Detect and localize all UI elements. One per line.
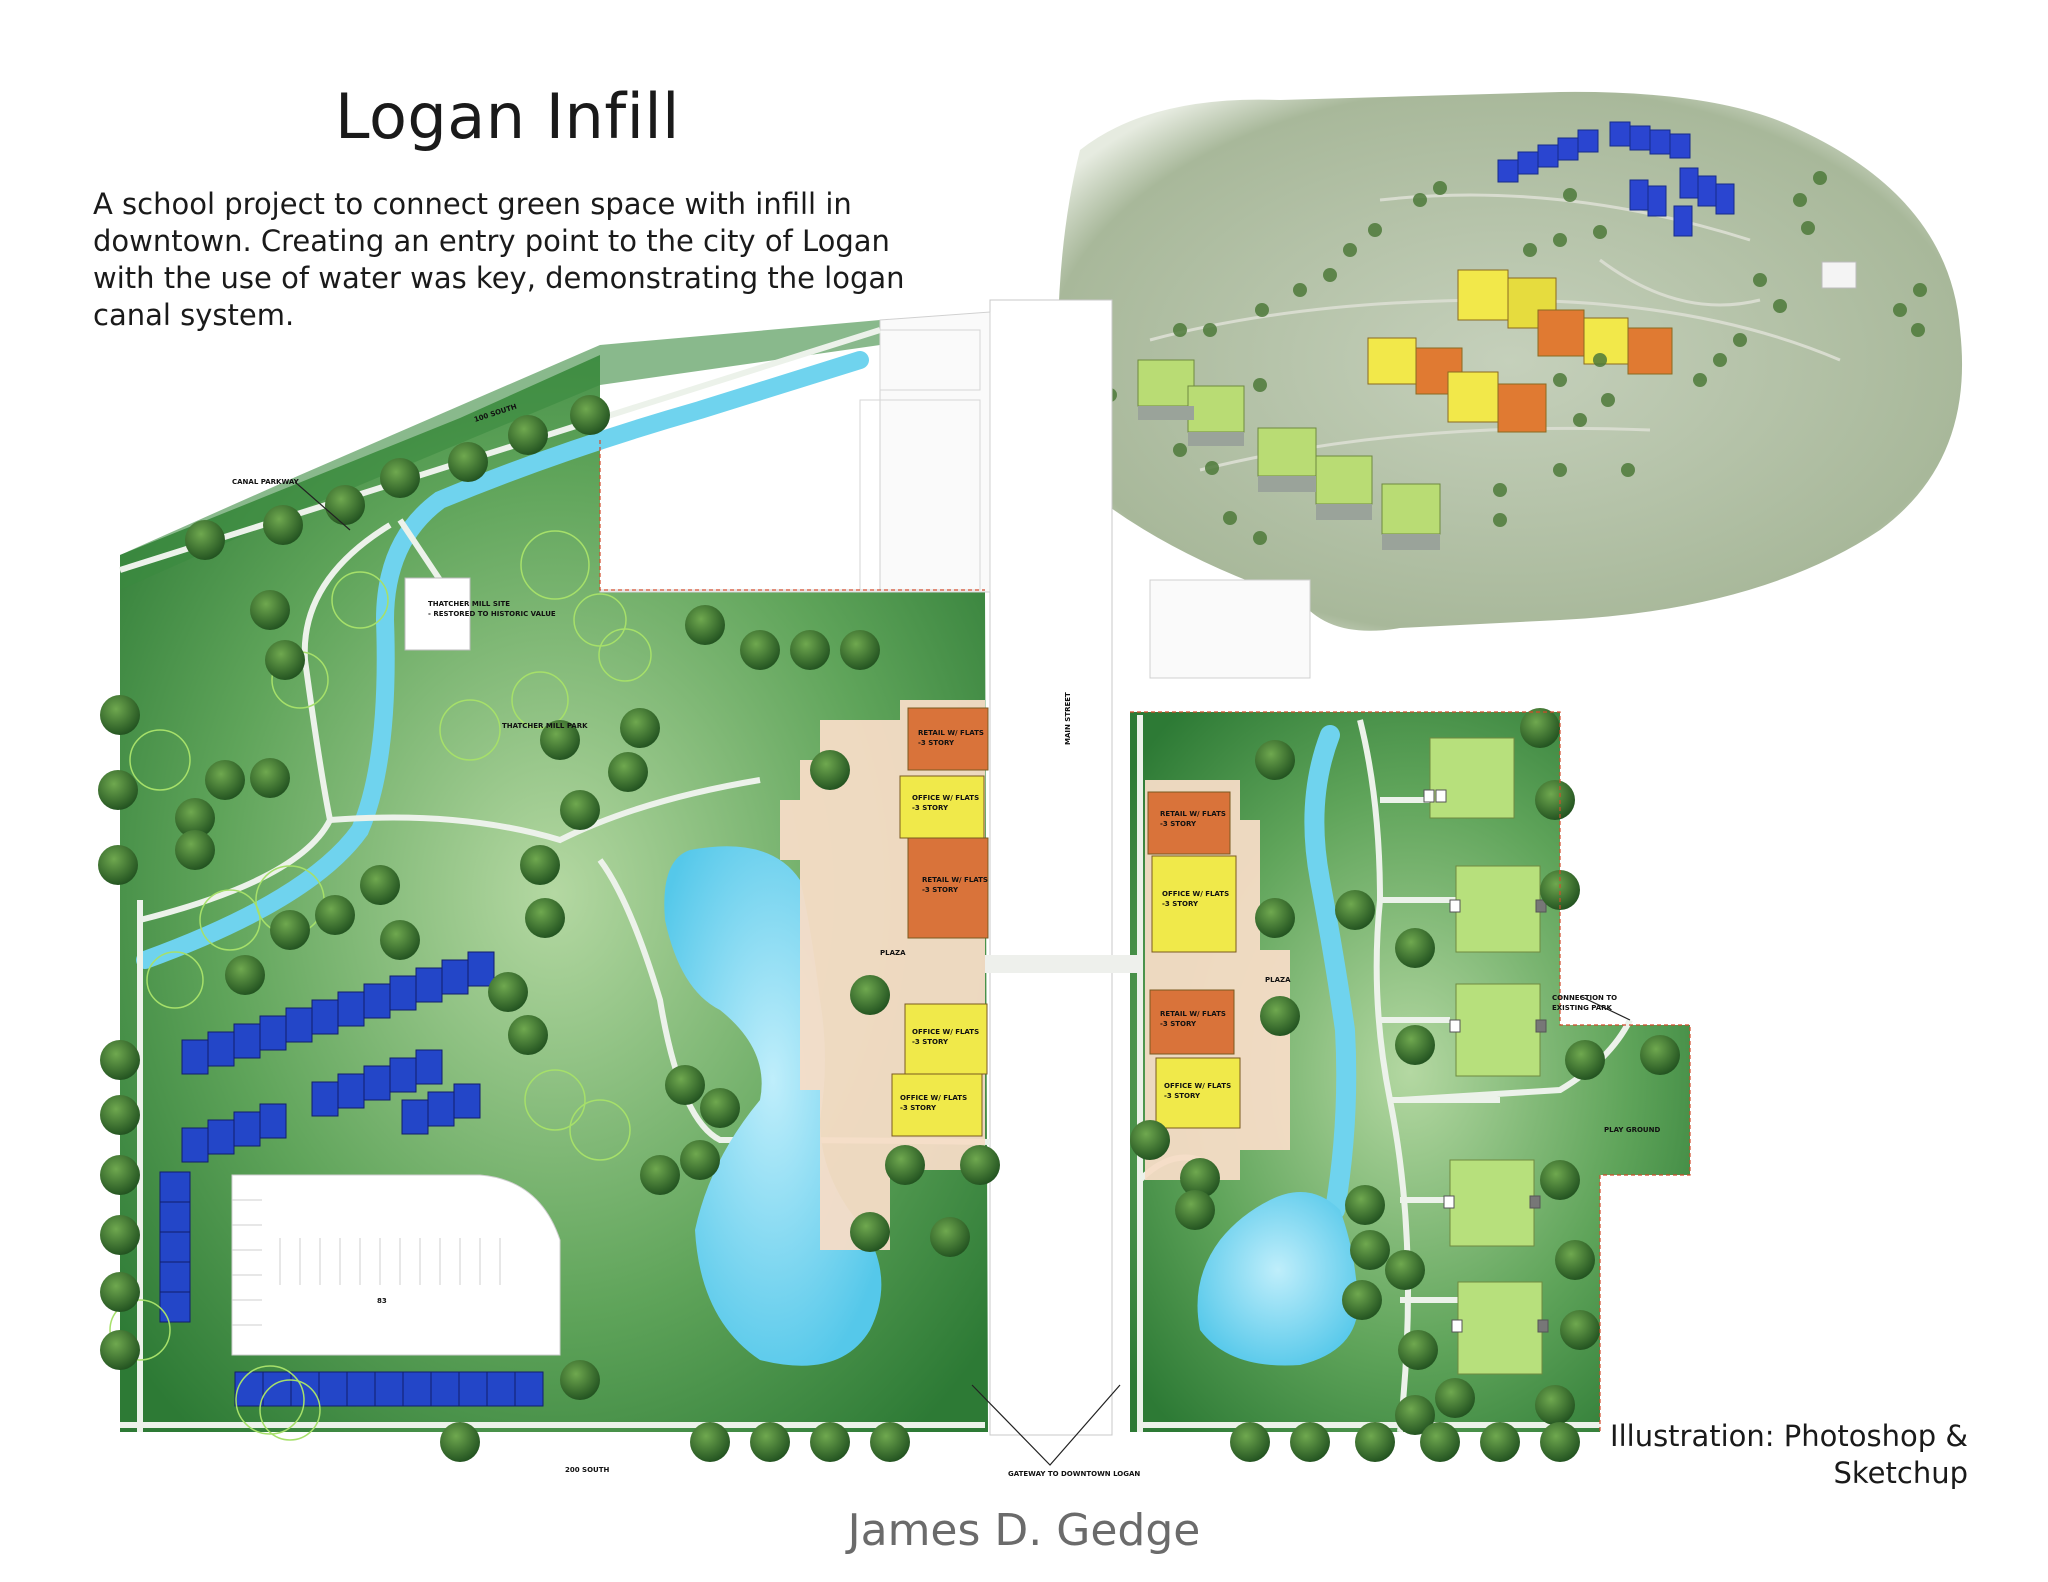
canal xyxy=(136,351,869,969)
bldg-w1-story: -3 STORY xyxy=(918,739,955,747)
bldg-e3 xyxy=(1149,989,1235,1055)
label-parking-count: 83 xyxy=(377,1297,387,1305)
aerial-ground xyxy=(1056,91,1963,631)
bldg-e2 xyxy=(1151,855,1237,953)
west-buildings xyxy=(891,707,989,1137)
apartment-1 xyxy=(1429,737,1515,819)
label-connection-1: CONNECTION TO xyxy=(1552,994,1617,1002)
label-plaza-east: PLAZA xyxy=(1265,976,1291,984)
label-play-ground: PLAY GROUND xyxy=(1604,1126,1660,1134)
label-thatcher-park: THATCHER MILL PARK xyxy=(502,722,588,730)
bldg-w3-story: -3 STORY xyxy=(922,886,959,894)
bldg-w2-story: -3 STORY xyxy=(912,804,949,812)
bldg-w3-label: RETAIL W/ FLATS xyxy=(922,876,988,884)
aerial-mixed-use xyxy=(1367,269,1673,433)
bldg-w5 xyxy=(891,1073,983,1137)
bldg-e2-story: -3 STORY xyxy=(1162,900,1199,908)
author-name: James D. Gedge xyxy=(847,1505,1201,1556)
illustration-credit: Illustration: Photoshop & Sketchup xyxy=(1610,1419,1968,1490)
north-strip xyxy=(120,320,880,590)
apartment-3 xyxy=(1455,983,1541,1077)
bldg-w3 xyxy=(907,837,989,939)
main-street xyxy=(989,299,1113,1436)
aerial-perspective xyxy=(1056,91,1963,631)
page-title: Logan Infill xyxy=(335,80,680,153)
bldg-w4-story: -3 STORY xyxy=(912,1038,949,1046)
bldg-w4-label: OFFICE W/ FLATS xyxy=(912,1028,979,1036)
crosswalk xyxy=(985,955,1140,973)
bldg-w4 xyxy=(904,1003,988,1075)
bldg-e4-story: -3 STORY xyxy=(1164,1092,1201,1100)
trees xyxy=(98,395,1680,1462)
thatcher-mill-building xyxy=(404,577,471,651)
canal-east xyxy=(1304,725,1357,1220)
bldg-e1 xyxy=(1147,791,1231,855)
property-lines xyxy=(599,440,1691,1432)
aerial-apartment-sides xyxy=(1138,406,1440,550)
apartment-4 xyxy=(1449,1159,1535,1247)
label-plaza-west: PLAZA xyxy=(880,949,906,957)
bldg-e1-story: -3 STORY xyxy=(1160,820,1197,828)
label-main-street: MAIN STREET xyxy=(1064,692,1072,745)
bldg-w2-label: OFFICE W/ FLATS xyxy=(912,794,979,802)
bldg-w5-story: -3 STORY xyxy=(900,1104,937,1112)
label-canal-parkway: CANAL PARKWAY xyxy=(232,478,300,486)
apartment-entries xyxy=(1423,789,1549,1333)
bldg-e2-label: OFFICE W/ FLATS xyxy=(1162,890,1229,898)
label-gateway: GATEWAY TO DOWNTOWN LOGAN xyxy=(1008,1470,1140,1478)
planned-tree-circles xyxy=(109,530,652,1441)
aerial-townhouses xyxy=(1497,121,1735,237)
bldg-w2 xyxy=(899,775,985,839)
parking-lot xyxy=(231,1174,561,1356)
bldg-e3-story: -3 STORY xyxy=(1160,1020,1197,1028)
east-pond xyxy=(1197,1192,1359,1366)
label-connection-2: EXISTING PARK xyxy=(1552,1004,1613,1012)
label-thatcher-site-2: - RESTORED TO HISTORIC VALUE xyxy=(428,610,556,618)
bldg-e4-label: OFFICE W/ FLATS xyxy=(1164,1082,1231,1090)
apartment-2 xyxy=(1455,865,1541,953)
bldg-e4 xyxy=(1155,1057,1241,1129)
aerial-white-bldg xyxy=(1821,261,1857,289)
label-200-south: 200 SOUTH xyxy=(565,1466,610,1474)
east-buildings xyxy=(1147,791,1241,1129)
label-thatcher-site-1: THATCHER MILL SITE xyxy=(428,600,510,608)
bldg-e1-label: RETAIL W/ FLATS xyxy=(1160,810,1226,818)
bldg-e3-label: RETAIL W/ FLATS xyxy=(1160,1010,1226,1018)
apartment-pads xyxy=(1429,737,1543,1375)
project-description: A school project to connect green space … xyxy=(93,187,905,332)
apartment-5 xyxy=(1457,1281,1543,1375)
bldg-w1 xyxy=(907,707,989,771)
leader-lines xyxy=(294,481,1631,1466)
bldg-w1-label: RETAIL W/ FLATS xyxy=(918,729,984,737)
parking-stalls xyxy=(232,1199,501,1326)
bldg-w5-label: OFFICE W/ FLATS xyxy=(900,1094,967,1102)
north-lot-building-2 xyxy=(879,329,981,391)
east-lot xyxy=(1149,579,1311,679)
